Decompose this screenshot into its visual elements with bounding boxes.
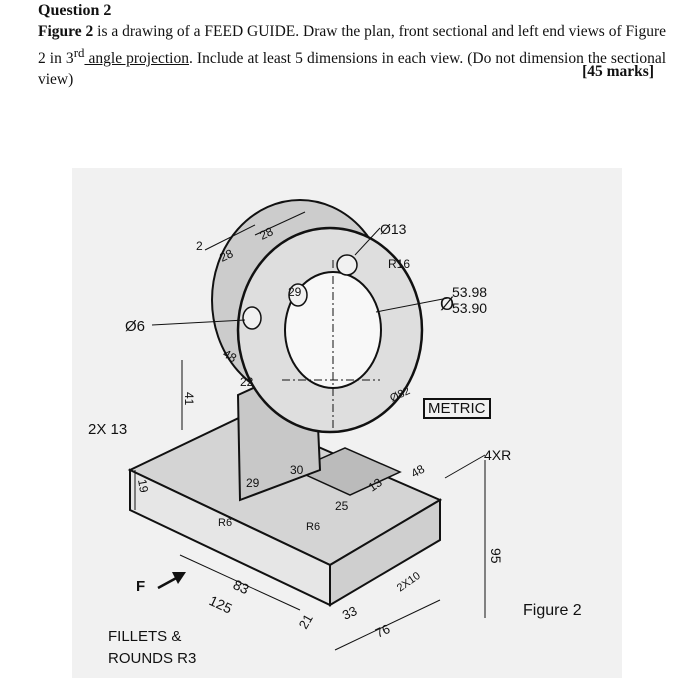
figure-caption: Figure 2: [523, 602, 582, 619]
dim-22: 22: [240, 375, 254, 389]
dim-r16: R16: [388, 257, 410, 271]
oil-hole: [336, 254, 358, 276]
dim-125: 125: [207, 592, 235, 616]
dim-25: 25: [335, 499, 349, 513]
dim-83: 83: [231, 576, 252, 597]
dim-line-d6: [151, 319, 246, 326]
dim-19: 19: [135, 478, 151, 494]
dim-76: 76: [373, 621, 392, 641]
dim-d13: Ø13: [380, 221, 407, 237]
dim-line-4xr: [444, 454, 486, 479]
dim-95: 95: [488, 548, 504, 564]
ordinal-suffix: rd: [73, 45, 85, 60]
dim-29-b: 29: [246, 476, 260, 490]
question-title: Question 2: [38, 2, 112, 19]
dim-line-d53: [375, 297, 449, 313]
dim-2: 2: [196, 239, 203, 253]
dim-28-b: 28: [257, 224, 275, 242]
dim-48-b: 48: [409, 462, 428, 481]
fillets-note-line2: ROUNDS R3: [108, 650, 197, 667]
dim-29: 29: [288, 285, 302, 299]
base-side-face: [329, 498, 441, 607]
fillets-note-line1: FILLETS &: [108, 628, 182, 645]
dim-line-28-left: [204, 224, 256, 251]
feed-arrow-head: [172, 572, 186, 584]
dim-4xr: 4XR: [484, 447, 511, 463]
dim-28-a: 28: [217, 246, 235, 264]
question-text-a: is a drawing of a FEED GUIDE. Draw the p…: [38, 23, 666, 68]
dim-line-28-right: [254, 211, 306, 236]
metric-badge: METRIC: [423, 398, 491, 419]
fillets-note: FILLETS & ROUNDS R3: [108, 626, 196, 670]
dim-21: 21: [296, 611, 316, 631]
dim-line-d13: [354, 227, 381, 256]
projection-term: angle projection: [84, 50, 189, 68]
marks-label: [45 marks]: [582, 63, 654, 80]
dim-2x13: 2X 13: [88, 421, 127, 438]
dim-diameter-symbol: Ø: [440, 294, 454, 314]
figure-reference: Figure 2: [38, 23, 94, 40]
dim-line-125: [179, 554, 301, 611]
dim-r6-b: R6: [306, 521, 320, 533]
question-text-c: . Include at least 5 dimensions in each …: [38, 50, 667, 89]
question-body: Figure 2 is a drawing of a FEED GUIDE. D…: [38, 21, 666, 90]
dim-line-76: [334, 599, 441, 651]
dim-53-98: 53.98: [452, 284, 487, 300]
dim-53-90: 53.90: [452, 300, 487, 316]
dim-33: 33: [340, 603, 359, 623]
top-hole-right: [288, 283, 308, 307]
dim-48-a: 48: [221, 346, 240, 365]
feed-label: F: [136, 578, 146, 595]
dim-30: 30: [290, 463, 304, 477]
dim-d6: Ø6: [125, 318, 145, 335]
base-slot: [293, 447, 402, 496]
dim-r6-a: R6: [218, 517, 232, 529]
top-hole-left: [242, 306, 262, 330]
dim-2x10: 2X10: [395, 570, 423, 595]
dim-41: 41: [182, 392, 196, 406]
